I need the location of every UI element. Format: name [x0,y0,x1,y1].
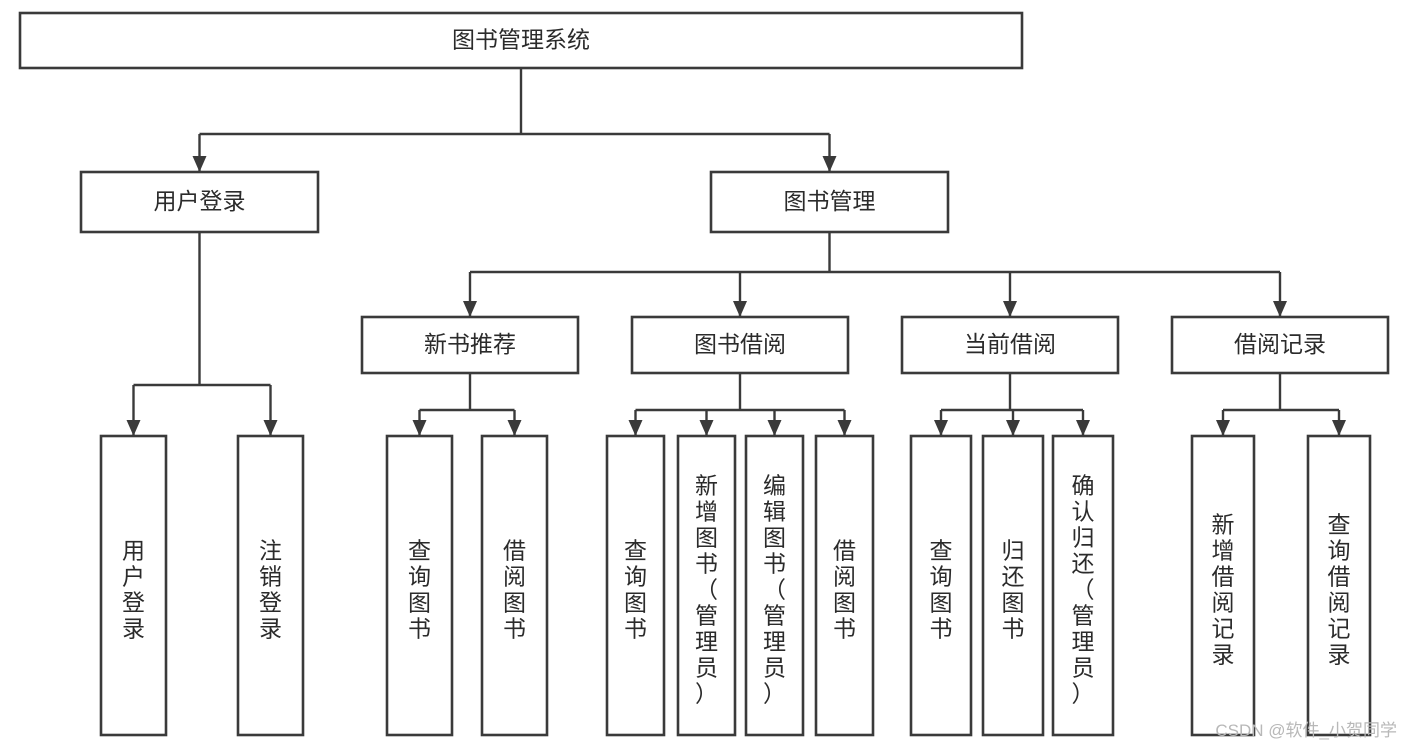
node-label-leaf-return-book: 归还图书 [1002,537,1025,641]
node-leaf-user-logout[interactable]: 注销登录 [236,434,305,737]
node-box-leaf-confirm-return[interactable] [1051,434,1115,737]
node-leaf-return-book[interactable]: 归还图书 [981,434,1045,737]
node-box-leaf-add-book[interactable] [676,434,737,737]
node-box-borrow-records[interactable] [1170,315,1390,375]
node-root[interactable]: 图书管理系统 [18,11,1024,70]
node-label-current-borrow: 当前借阅 [964,331,1056,357]
node-leaf-user-login[interactable]: 用户登录 [99,434,168,737]
node-box-root[interactable] [18,11,1024,70]
node-label-leaf-borrow-book: 借阅图书 [833,537,856,641]
node-leaf-borrow-book-recommend[interactable]: 借阅图书 [480,434,549,737]
node-label-leaf-add-book: 新增图书（管理员） [695,472,718,706]
node-label-leaf-query-borrow-record: 查询借阅记录 [1328,511,1351,667]
node-label-leaf-user-login: 用户登录 [122,537,145,641]
connector-layer [126,68,1346,436]
arrow-head-icon [822,156,837,172]
arrow-head-icon [934,420,948,436]
node-leaf-add-borrow-record[interactable]: 新增借阅记录 [1190,434,1256,737]
arrow-head-icon [1076,420,1090,436]
node-box-user-login[interactable] [79,170,320,234]
node-leaf-borrow-book[interactable]: 借阅图书 [814,434,875,737]
arrow-head-icon [1332,420,1346,436]
arrow-head-icon [733,301,747,317]
arrow-head-icon [628,420,643,436]
node-box-leaf-query-book-recommend[interactable] [385,434,454,737]
arrow-head-icon [767,420,782,436]
arrow-head-icon [1006,420,1020,436]
node-leaf-query-book-recommend[interactable]: 查询图书 [385,434,454,737]
node-label-leaf-query-book-current: 查询图书 [930,537,953,641]
node-user-login[interactable]: 用户登录 [79,170,320,234]
node-leaf-query-book-current[interactable]: 查询图书 [909,434,973,737]
node-leaf-add-book[interactable]: 新增图书（管理员） [676,434,737,737]
node-label-new-book-recommend: 新书推荐 [424,331,516,357]
node-leaf-edit-book[interactable]: 编辑图书（管理员） [744,434,805,737]
node-label-leaf-query-book-recommend: 查询图书 [408,537,431,641]
node-label-user-login: 用户登录 [154,188,246,214]
node-box-leaf-borrow-book-recommend[interactable] [480,434,549,737]
node-box-leaf-query-book-borrow[interactable] [605,434,666,737]
arrow-head-icon [463,301,477,317]
node-box-leaf-edit-book[interactable] [744,434,805,737]
node-label-leaf-add-borrow-record: 新增借阅记录 [1212,511,1235,667]
node-label-book-borrow: 图书借阅 [694,331,786,357]
node-borrow-records[interactable]: 借阅记录 [1170,315,1390,375]
node-box-leaf-user-login[interactable] [99,434,168,737]
node-box-leaf-user-logout[interactable] [236,434,305,737]
node-box-leaf-return-book[interactable] [981,434,1045,737]
node-box-leaf-query-book-current[interactable] [909,434,973,737]
node-box-leaf-query-borrow-record[interactable] [1306,434,1372,737]
node-book-borrow[interactable]: 图书借阅 [630,315,850,375]
node-label-leaf-user-logout: 注销登录 [259,537,282,641]
arrow-head-icon [192,156,207,172]
node-label-root: 图书管理系统 [452,27,590,53]
node-label-book-management: 图书管理 [784,188,876,214]
node-label-leaf-confirm-return: 确认归还（管理员） [1072,472,1095,706]
node-box-book-borrow[interactable] [630,315,850,375]
node-box-leaf-add-borrow-record[interactable] [1190,434,1256,737]
arrow-head-icon [1216,420,1230,436]
node-layer: 图书管理系统用户登录图书管理新书推荐图书借阅当前借阅借阅记录用户登录注销登录查询… [18,11,1390,737]
node-leaf-confirm-return[interactable]: 确认归还（管理员） [1051,434,1115,737]
arrow-head-icon [126,420,141,436]
node-box-new-book-recommend[interactable] [360,315,580,375]
node-current-borrow[interactable]: 当前借阅 [900,315,1120,375]
arrow-head-icon [1273,301,1287,317]
arrow-head-icon [1003,301,1017,317]
arrow-head-icon [507,420,522,436]
node-label-borrow-records: 借阅记录 [1234,331,1326,357]
node-box-book-management[interactable] [709,170,950,234]
node-label-leaf-query-book-borrow: 查询图书 [624,537,647,641]
arrow-head-icon [699,420,714,436]
node-book-management[interactable]: 图书管理 [709,170,950,234]
arrow-head-icon [412,420,427,436]
node-box-leaf-borrow-book[interactable] [814,434,875,737]
node-leaf-query-book-borrow[interactable]: 查询图书 [605,434,666,737]
node-label-leaf-edit-book: 编辑图书（管理员） [763,472,786,706]
arrow-head-icon [263,420,278,436]
node-new-book-recommend[interactable]: 新书推荐 [360,315,580,375]
node-box-current-borrow[interactable] [900,315,1120,375]
arrow-head-icon [837,420,852,436]
node-leaf-query-borrow-record[interactable]: 查询借阅记录 [1306,434,1372,737]
node-label-leaf-borrow-book-recommend: 借阅图书 [503,537,526,641]
